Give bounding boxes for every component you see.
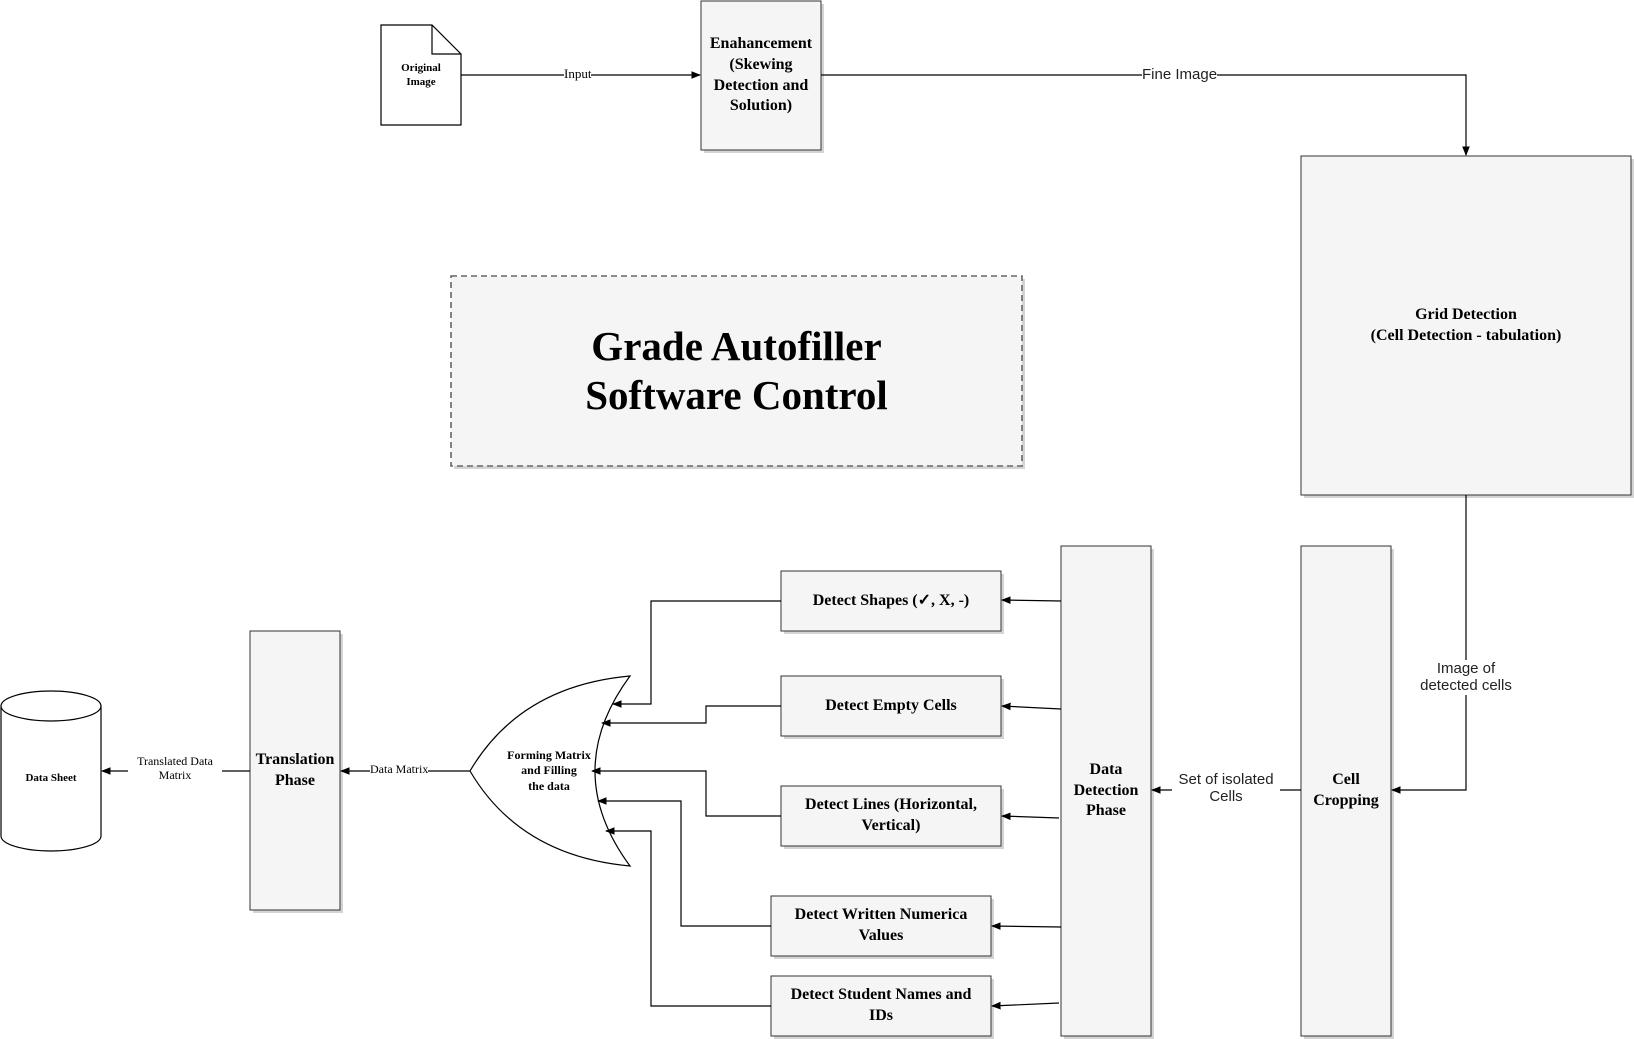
edge-label-data-matrix: Data Matrix bbox=[370, 762, 429, 777]
edge-to-detect-shapes bbox=[1001, 596, 1062, 604]
edge-label-image-detected-cells: Image of detected cells bbox=[1415, 660, 1517, 695]
detect-numerical-values-label: Detect Written Numerica Values bbox=[794, 906, 968, 944]
grid-detection-label: Grid Detection (Cell Detection - tabulat… bbox=[1370, 305, 1562, 344]
edge-to-detect-lines bbox=[1001, 812, 1060, 821]
edge-label-set-isolated-cells: Set of isolated Cells bbox=[1172, 771, 1280, 806]
translation-phase-box[interactable] bbox=[249, 630, 341, 911]
data-sheet-cylinder[interactable] bbox=[0, 690, 102, 852]
detect-shapes-label: Detect Shapes (✓, X, -) bbox=[812, 591, 970, 609]
detect-student-names-box[interactable] bbox=[770, 975, 992, 1037]
edge-image-detected-cells bbox=[1391, 495, 1467, 794]
edge-numerical-to-matrix bbox=[597, 797, 771, 927]
detect-numerical-values-box[interactable] bbox=[770, 895, 992, 957]
edge-fine-image bbox=[821, 74, 1470, 156]
edge-lines-to-matrix bbox=[591, 767, 781, 817]
data-detection-phase-label: Data Detection Phase bbox=[1073, 760, 1139, 820]
original-image-label: Original Image bbox=[401, 61, 441, 88]
detect-shapes-box[interactable] bbox=[780, 570, 1002, 632]
original-image-document-shape[interactable] bbox=[380, 24, 462, 126]
detect-student-names-label: Detect Student Names and IDs bbox=[790, 986, 972, 1024]
edge-label-input: Input bbox=[564, 66, 592, 82]
edge-shapes-to-matrix bbox=[612, 600, 781, 708]
document-fold-icon bbox=[431, 25, 461, 55]
edge-to-detect-empty bbox=[1001, 702, 1062, 711]
detect-empty-cells-label: Detect Empty Cells bbox=[825, 696, 957, 714]
enhancement-label: Enahancement (Skewing Detection and Solu… bbox=[709, 34, 813, 115]
diagram-title: Grade Autofiller Software Control bbox=[585, 322, 888, 418]
data-sheet-label: Data Sheet bbox=[25, 772, 77, 785]
detect-lines-box[interactable] bbox=[780, 785, 1002, 847]
edge-to-detect-numerical bbox=[991, 922, 1062, 930]
cell-cropping-box[interactable] bbox=[1300, 545, 1392, 1037]
detect-lines-label: Detect Lines (Horizontal, Vertical) bbox=[805, 796, 977, 834]
edge-label-fine-image: Fine Image bbox=[1142, 66, 1218, 84]
grid-detection-box[interactable] bbox=[1300, 155, 1632, 496]
detect-empty-cells-box[interactable] bbox=[780, 675, 1002, 737]
edge-label-translated-data-matrix: Translated Data Matrix bbox=[128, 754, 222, 783]
edge-empty-to-matrix bbox=[601, 705, 781, 727]
edge-to-detect-names bbox=[991, 1001, 1060, 1010]
title-box bbox=[450, 275, 1023, 467]
edge-names-to-matrix bbox=[605, 827, 771, 1007]
data-detection-phase-box[interactable] bbox=[1060, 545, 1152, 1037]
translation-phase-label: Translation Phase bbox=[255, 750, 335, 789]
cell-cropping-label: Cell Cropping bbox=[1313, 771, 1379, 809]
forming-matrix-label: Forming Matrix and Filling the data bbox=[507, 747, 591, 793]
